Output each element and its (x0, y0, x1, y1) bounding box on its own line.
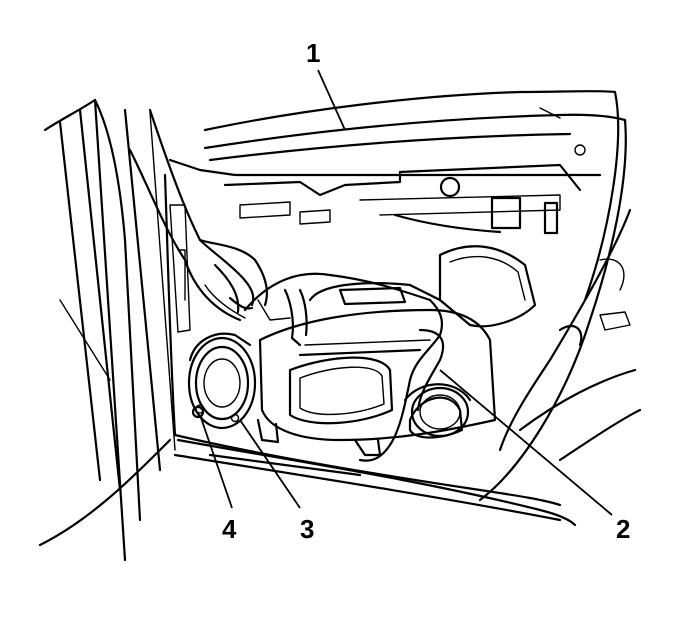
callouts: 1 2 3 4 (222, 38, 630, 544)
door-frame-left (38, 98, 176, 562)
speaker-fastener (191, 405, 205, 419)
callout-3: 3 (300, 514, 314, 544)
upper-reinforcement (223, 144, 586, 235)
leader-2 (439, 369, 613, 516)
lower-opening (410, 386, 470, 438)
door-speaker (187, 332, 257, 430)
callout-2: 2 (616, 514, 630, 544)
callout-4: 4 (222, 514, 237, 544)
technician-hand (128, 108, 269, 322)
callout-1: 1 (306, 38, 320, 68)
leader-3 (239, 419, 301, 509)
leader-1 (317, 69, 346, 131)
window-frame (203, 90, 627, 502)
wiring-harness (243, 272, 445, 462)
leader-4 (199, 414, 233, 509)
body-quarter-right (498, 208, 642, 462)
door-inner-panel (163, 158, 602, 527)
door-module (256, 245, 537, 457)
leader-lines (199, 69, 613, 516)
